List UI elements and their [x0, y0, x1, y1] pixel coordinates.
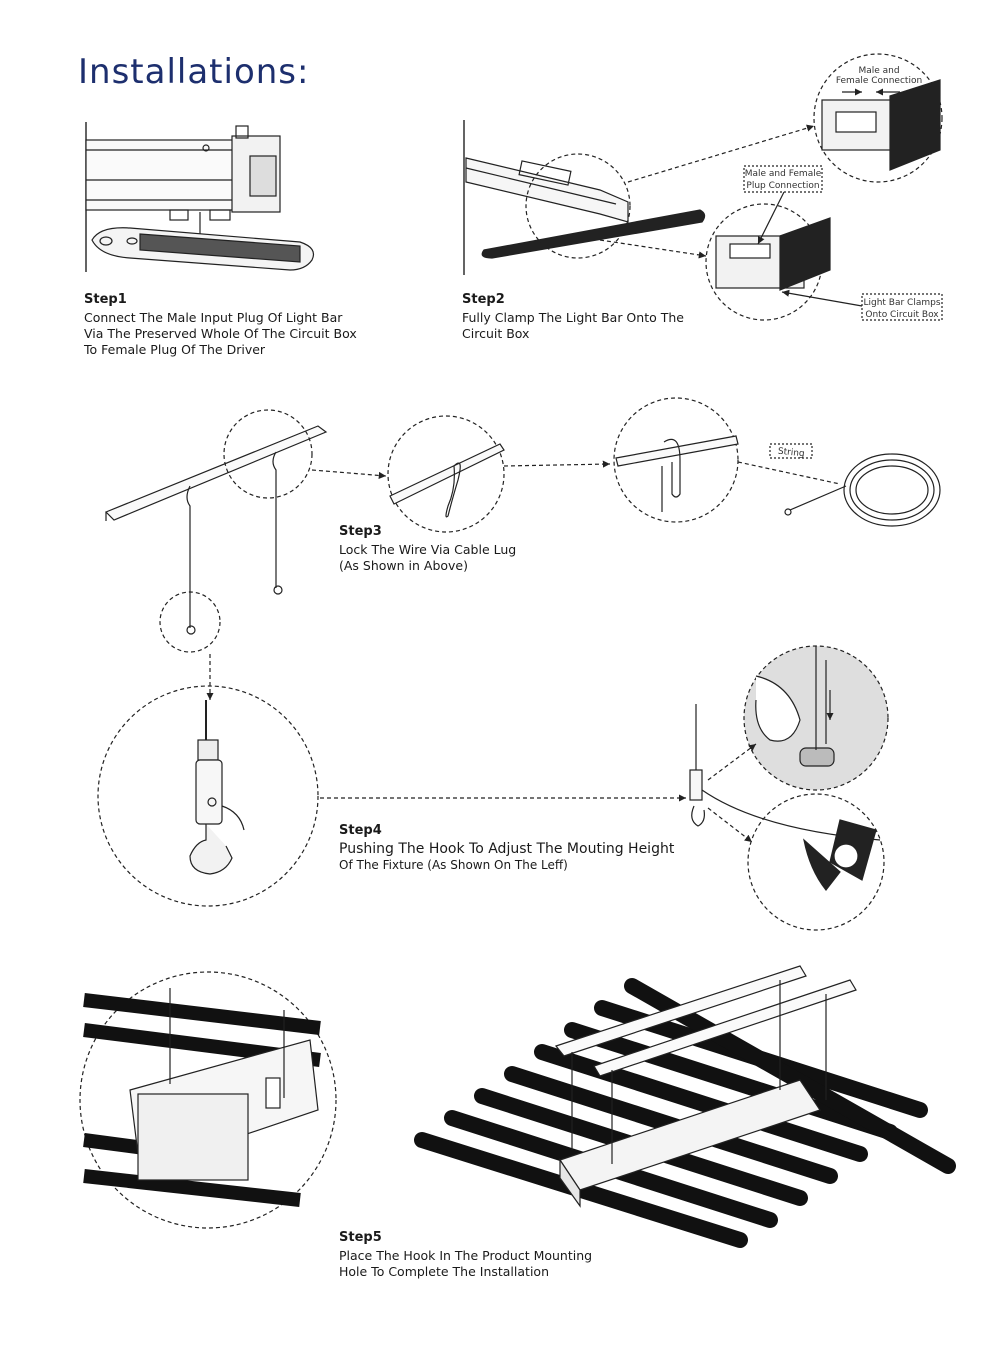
step3-line2: (As Shown in Above) [339, 558, 469, 573]
step5-line2: Hole To Complete The Installation [339, 1264, 549, 1279]
step3-illustration [104, 397, 941, 700]
step2-line1: Fully Clamp The Light Bar Onto The [462, 310, 684, 325]
step4-line1: Pushing The Hook To Adjust The Mouting H… [339, 841, 675, 857]
callout-male-female-connection-2: Female Connection [836, 76, 922, 86]
step1-line1: Connect The Male Input Plug Of Light Bar [84, 310, 343, 325]
step4-heading: Step4 [339, 823, 382, 838]
step1-illustration [85, 122, 315, 272]
step2-text: Step2 Fully Clamp The Light Bar Onto The… [462, 292, 684, 342]
callout-plup-connection-2: Plup Connection [746, 181, 819, 191]
page-title: Installations: [78, 52, 310, 92]
step5-text: Step5 Place The Hook In The Product Moun… [339, 1230, 592, 1280]
callout-clamps-1: Light Bar Clamps [863, 298, 940, 308]
step3-heading: Step3 [339, 524, 382, 539]
step1-heading: Step1 [84, 292, 127, 307]
callout-clamps-2: Onto Circuit Box [865, 310, 939, 320]
callout-male-female-connection-1: Male and [858, 66, 899, 76]
callout-string: String [777, 447, 805, 460]
step4-line2: Of The Fixture (As Shown On The Leff) [339, 858, 568, 872]
step4-text: Step4 Pushing The Hook To Adjust The Mou… [339, 823, 674, 873]
step1-text: Step1 Connect The Male Input Plug Of Lig… [84, 292, 357, 358]
step1-line3: To Female Plug Of The Driver [84, 342, 266, 357]
step2-heading: Step2 [462, 292, 505, 307]
step1-line2: Via The Preserved Whole Of The Circuit B… [84, 326, 357, 341]
step5-illustration [79, 965, 956, 1248]
step5-heading: Step5 [339, 1230, 382, 1245]
step4-illustration [97, 645, 889, 931]
step3-line1: Lock The Wire Via Cable Lug [339, 542, 517, 557]
step3-text: Step3 Lock The Wire Via Cable Lug (As Sh… [339, 524, 516, 574]
callout-plup-connection-1: Male and Female [745, 169, 822, 179]
step2-line2: Circuit Box [462, 326, 530, 341]
step2-illustration [463, 53, 943, 321]
step5-line1: Place The Hook In The Product Mounting [339, 1248, 593, 1263]
